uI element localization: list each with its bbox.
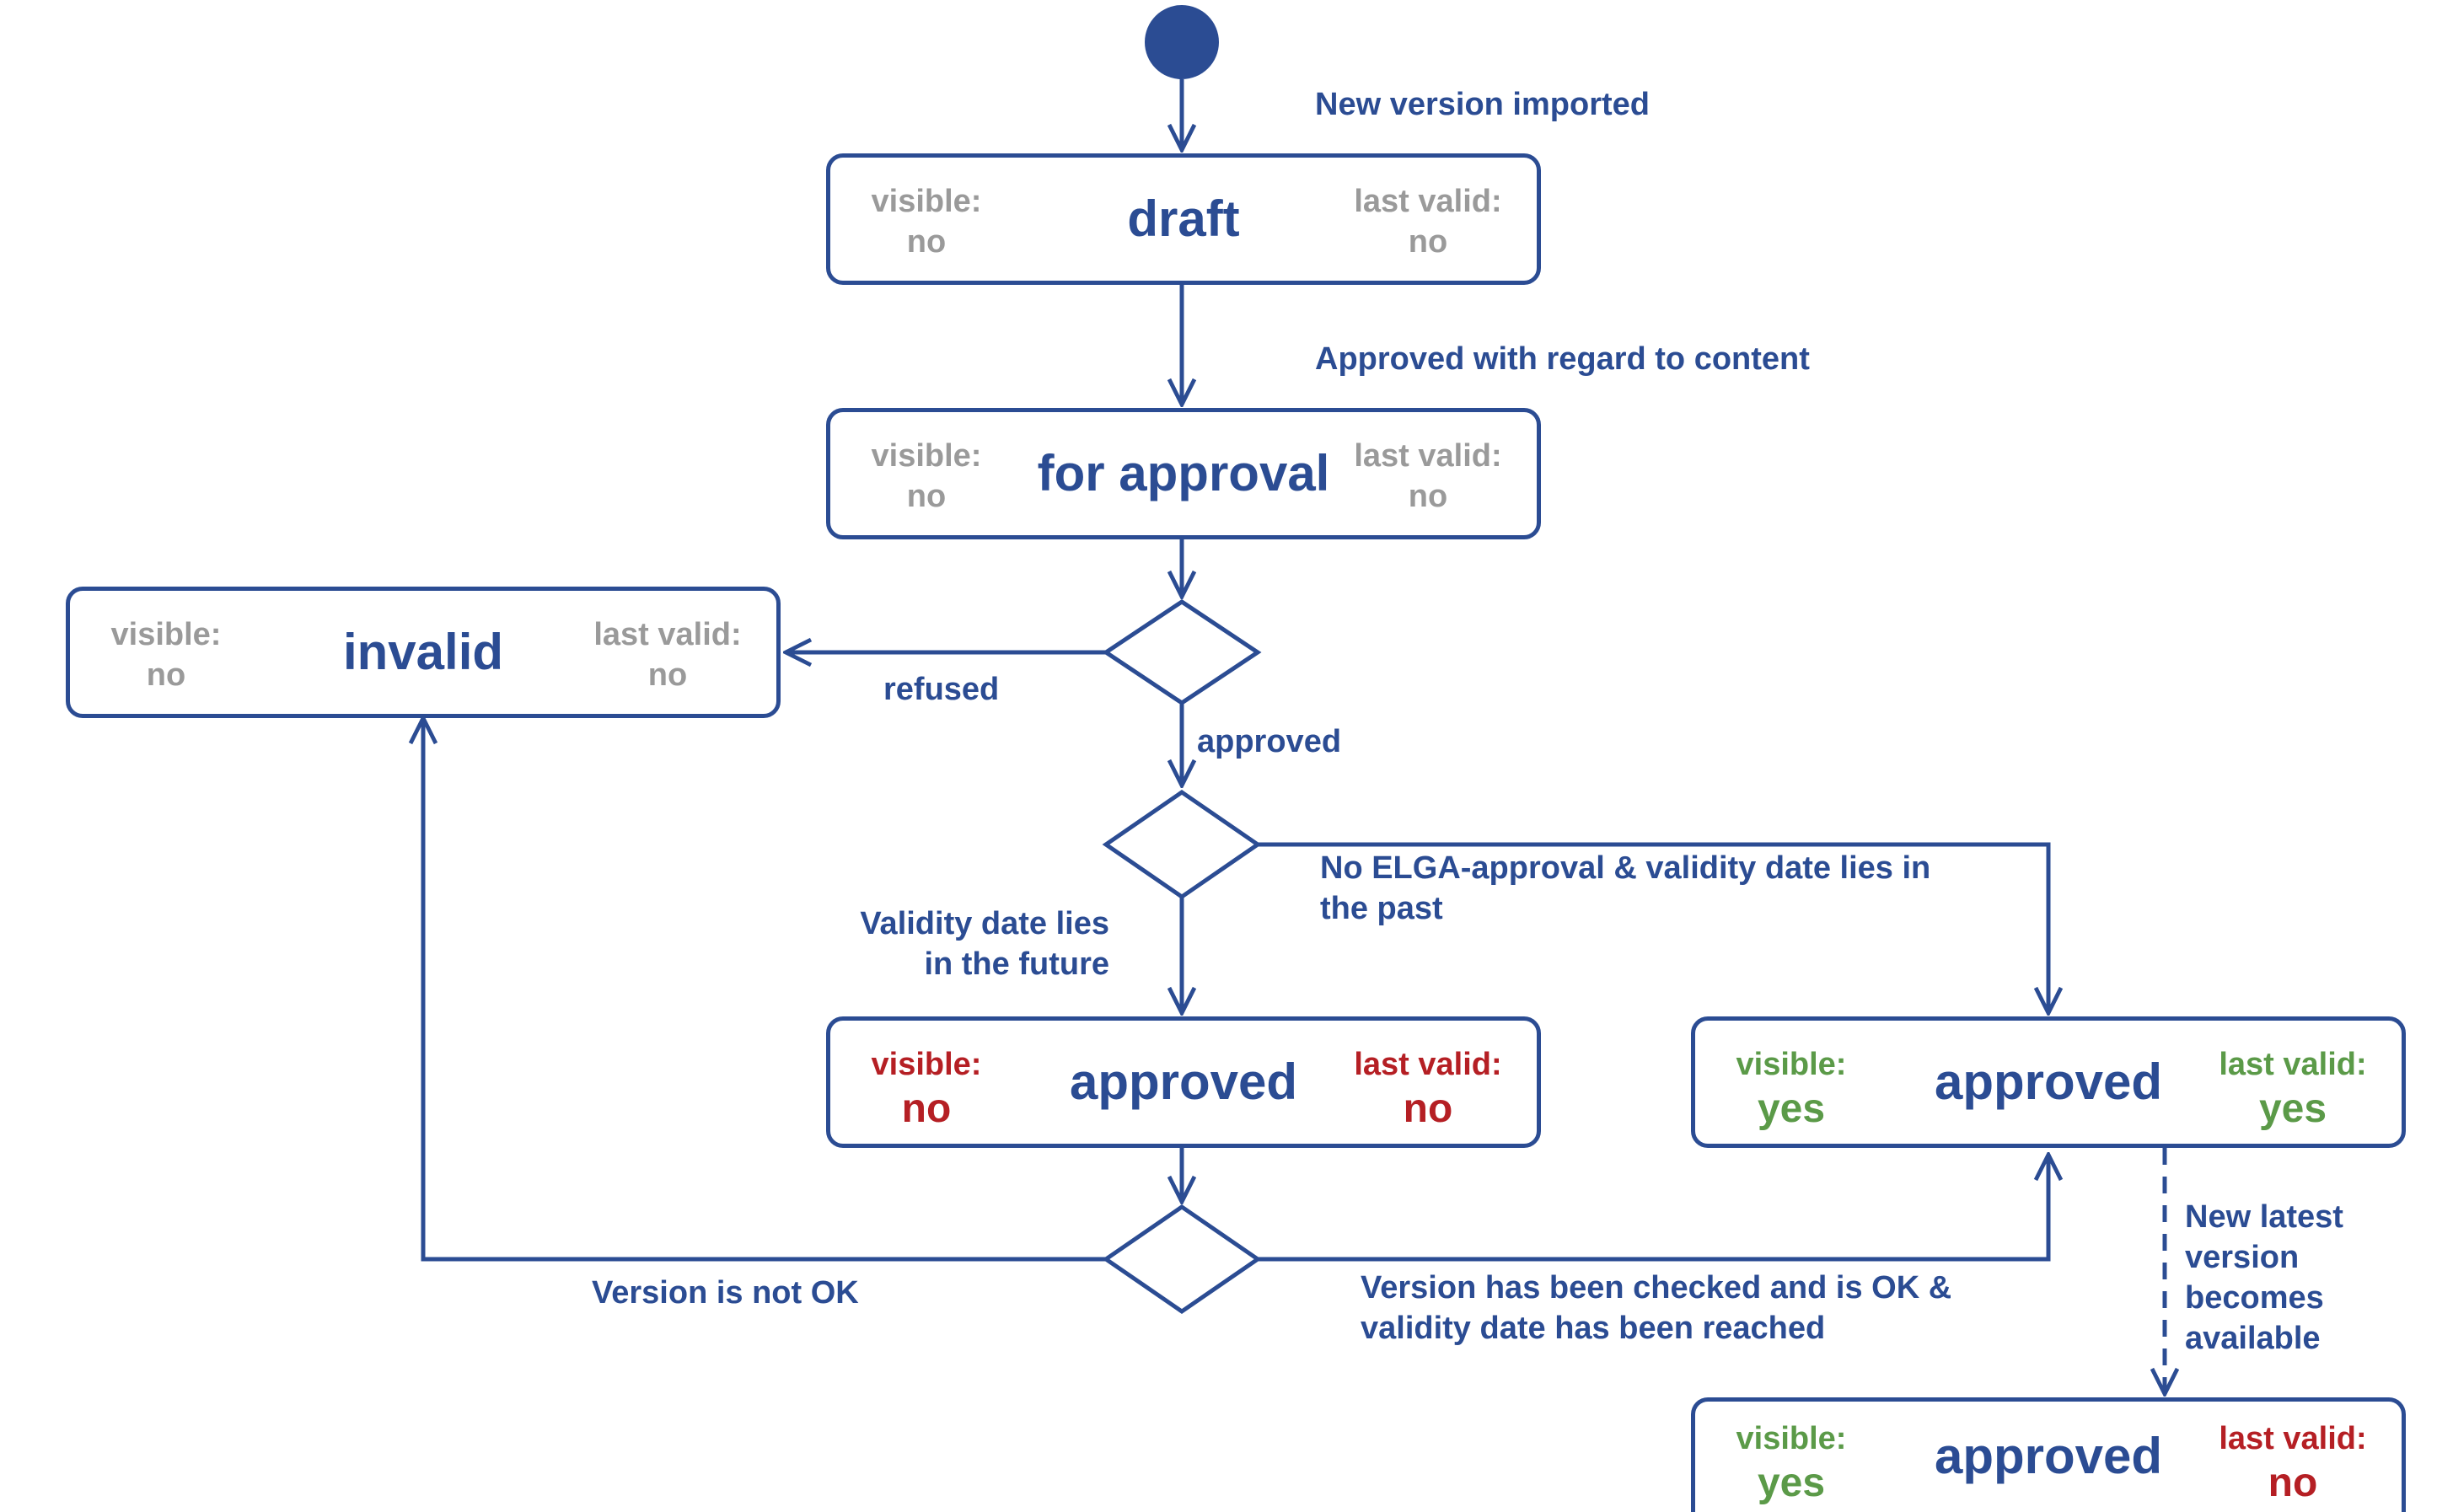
last-valid-label: last valid: (1354, 1047, 1502, 1082)
visible-label: visible: (110, 617, 222, 652)
label-imported: New version imported (1315, 87, 1650, 122)
state-invalid: visible: no invalid last valid: no (66, 587, 781, 718)
label-not-ok: Version is not OK (592, 1275, 859, 1311)
label-future-line1: Validity date lies (860, 906, 1109, 941)
visible-value: no (906, 224, 947, 260)
visible-value: no (146, 657, 186, 693)
visible-info: visible: no (842, 181, 1011, 262)
last-valid-info: last valid: yes (2196, 1044, 2390, 1134)
label-checked-line2: validity date has been reached (1361, 1311, 1826, 1346)
state-title: approved (1069, 1054, 1298, 1110)
start-node (1145, 5, 1219, 79)
visible-label: visible: (871, 1047, 982, 1082)
visible-value: yes (1757, 1461, 1826, 1505)
last-valid-label: last valid: (2219, 1047, 2367, 1082)
visible-value: no (901, 1086, 952, 1131)
decision-check (1102, 1204, 1262, 1315)
visible-label: visible: (1736, 1047, 1847, 1082)
decision-validity (1102, 789, 1262, 900)
decision-approval (1102, 598, 1262, 706)
state-approved-future: visible: no approved last valid: no (826, 1016, 1541, 1148)
last-valid-value: no (1408, 479, 1448, 514)
state-title: draft (1127, 190, 1240, 247)
state-draft: visible: no draft last valid: no (826, 153, 1541, 285)
label-past-line1: No ELGA-approval & validity date lies in (1320, 850, 1931, 886)
label-checked: Version has been checked and is OK & val… (1361, 1268, 1951, 1348)
last-valid-info: last valid: no (571, 614, 765, 695)
label-approved-content: Approved with regard to content (1315, 341, 1810, 377)
visible-value: yes (1757, 1086, 1826, 1131)
label-newer: New latest version becomes available (2185, 1197, 2343, 1359)
label-newer-line1: New latest (2185, 1199, 2343, 1235)
label-checked-line1: Version has been checked and is OK & (1361, 1270, 1952, 1306)
last-valid-info: last valid: no (2196, 1418, 2390, 1508)
last-valid-value: no (647, 657, 688, 693)
edge-checked (1258, 1155, 2048, 1262)
last-valid-value: no (1403, 1086, 1453, 1131)
label-future-line2: in the future (924, 946, 1109, 982)
last-valid-info: last valid: no (1331, 1044, 1525, 1134)
last-valid-label: last valid: (1354, 438, 1502, 474)
state-title: approved (1934, 1428, 2163, 1484)
state-approved-old: visible: yes approved last valid: no (1691, 1397, 2406, 1512)
state-title: for approval (1037, 445, 1330, 501)
state-approved-valid: visible: yes approved last valid: yes (1691, 1016, 2406, 1148)
label-future: Validity date lies in the future (809, 903, 1109, 984)
visible-info: visible: yes (1707, 1044, 1876, 1134)
label-newer-line2: version (2185, 1240, 2300, 1275)
last-valid-value: yes (2258, 1086, 2327, 1131)
last-valid-label: last valid: (1354, 184, 1502, 219)
visible-info: visible: no (82, 614, 250, 695)
label-past-line2: the past (1320, 891, 1443, 926)
state-title: invalid (342, 624, 504, 680)
last-valid-value: no (1408, 224, 1448, 260)
visible-label: visible: (1736, 1421, 1847, 1456)
label-newer-line3: becomes (2185, 1280, 2324, 1316)
label-past: No ELGA-approval & validity date lies in… (1320, 848, 1930, 929)
edge-not-ok (423, 718, 1106, 1262)
last-valid-info: last valid: no (1331, 181, 1525, 262)
state-title: approved (1934, 1054, 2163, 1110)
label-newer-line4: available (2185, 1321, 2321, 1356)
state-for-approval: visible: no for approval last valid: no (826, 408, 1541, 539)
visible-label: visible: (871, 184, 982, 219)
label-refused: refused (883, 672, 1000, 707)
last-valid-label: last valid: (2219, 1421, 2367, 1456)
edge-past (1258, 842, 2048, 1013)
last-valid-info: last valid: no (1331, 436, 1525, 517)
visible-info: visible: yes (1707, 1418, 1876, 1508)
last-valid-value: no (2268, 1461, 2318, 1505)
visible-label: visible: (871, 438, 982, 474)
visible-value: no (906, 479, 947, 514)
visible-info: visible: no (842, 436, 1011, 517)
visible-info: visible: no (842, 1044, 1011, 1134)
label-approved: approved (1197, 724, 1342, 759)
last-valid-label: last valid: (593, 617, 742, 652)
